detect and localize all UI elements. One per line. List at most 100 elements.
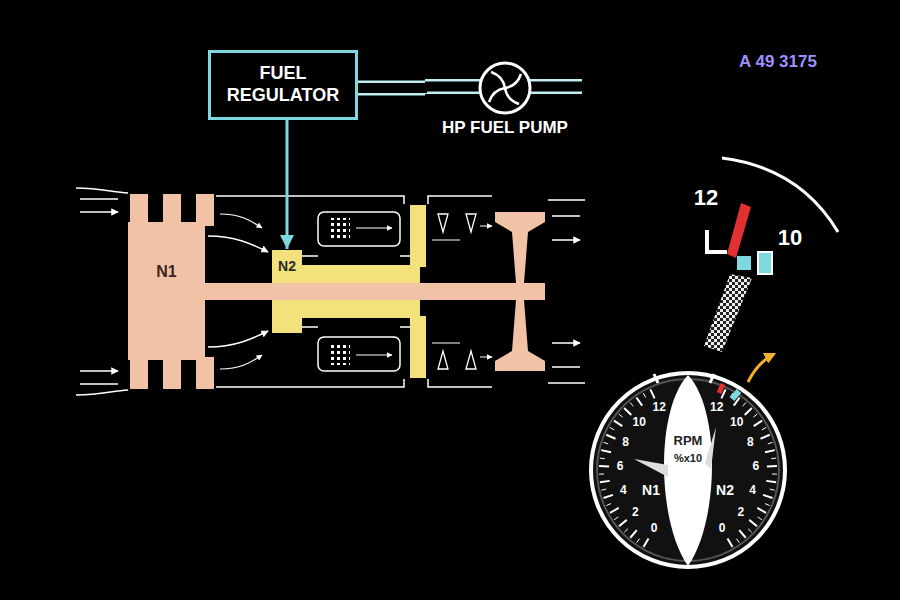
scale-tick [636, 397, 642, 405]
scale-number: 0 [651, 522, 658, 535]
inset-zoom [704, 158, 838, 352]
impeller-blade [505, 74, 521, 88]
n1-needle [634, 459, 668, 477]
scale-tick [762, 427, 766, 429]
scale-tick [599, 465, 609, 467]
inset-zoom [737, 256, 751, 270]
control-arrow [287, 120, 288, 249]
scale-tick [745, 408, 752, 415]
n2-compressor: N2 [272, 250, 302, 283]
scale-tick [761, 435, 770, 439]
inset-zoom [704, 274, 752, 352]
scale-tick [619, 520, 627, 526]
rpm-gauge [591, 354, 785, 567]
scale-tick [754, 421, 762, 427]
inset-scale-number: 12 [694, 186, 718, 210]
scale-tick [765, 450, 775, 452]
inset-scale-number: 10 [778, 226, 802, 250]
scale-tick [610, 427, 614, 429]
scale-tick [650, 389, 654, 398]
regulator-box: FUEL REGULATOR [208, 50, 358, 120]
scale-number: 6 [617, 460, 624, 473]
scale-tick [749, 520, 757, 526]
scale-tick [624, 529, 628, 532]
node-text: HP FUEL PUMP [442, 118, 568, 138]
n1-shaft [205, 283, 545, 300]
red-marker [719, 384, 723, 393]
scale-tick [736, 539, 739, 543]
scale-tick [599, 473, 604, 474]
scale-tick [765, 504, 770, 506]
limit-bracket [654, 374, 714, 383]
scale-tick [772, 473, 777, 474]
scale-tick [614, 421, 622, 427]
scale-tick [604, 495, 613, 498]
needle-label: N1 [642, 483, 660, 498]
pump-symbol: HP FUEL PUMP [425, 60, 585, 144]
gauge-lens [664, 375, 712, 566]
inset-zoom [758, 252, 772, 274]
arrow-line [286, 120, 289, 249]
scale-number: 2 [737, 506, 744, 519]
scale-tick [630, 402, 633, 406]
inset-zoom [707, 230, 727, 252]
impeller-blade [505, 88, 519, 104]
scale-number: 12 [710, 402, 723, 415]
scale-tick [767, 465, 777, 467]
scale-tick [748, 529, 752, 532]
inset-zoom [727, 203, 751, 258]
scale-tick [728, 538, 733, 547]
scale-tick [606, 435, 615, 439]
gauge-title: RPM [674, 434, 703, 448]
scale-tick [614, 517, 618, 520]
scale-tick [758, 517, 762, 520]
scale-tick [601, 489, 606, 490]
scale-tick [763, 495, 772, 498]
scale-number: 2 [632, 506, 639, 519]
needle-label: N2 [716, 483, 734, 498]
scale-tick [739, 530, 745, 538]
scale-tick [771, 458, 776, 460]
yellow-arrow [748, 354, 774, 382]
scale-tick [770, 489, 775, 490]
scale-tick [606, 504, 611, 506]
scale-number: 4 [620, 485, 627, 498]
pump-circle [480, 63, 530, 113]
scale-number: 10 [633, 416, 646, 429]
fuel-pipe [356, 88, 427, 89]
impeller-blade [489, 88, 505, 102]
scale-tick [610, 508, 619, 513]
node-text: N1 [156, 262, 176, 281]
scale-number: 8 [622, 436, 629, 449]
scale-number: 10 [730, 416, 743, 429]
cyan-marker [732, 391, 739, 399]
scale-tick [743, 402, 746, 406]
scale-tick [603, 442, 608, 444]
scale-tick [766, 481, 776, 482]
engine-section [76, 188, 585, 395]
scale-number: 6 [753, 460, 760, 473]
pipe-bore [356, 83, 427, 93]
pump-circle [425, 60, 585, 120]
scale-tick [619, 414, 623, 417]
scale-tick [757, 508, 766, 513]
n1-compressor: N1 [128, 222, 205, 360]
scale-number: 12 [653, 402, 666, 415]
unit-label: %x10 [674, 452, 702, 464]
impeller-blade [491, 72, 505, 88]
pump-circle [480, 63, 530, 113]
rpm-gauge [591, 373, 785, 567]
scale-tick [630, 530, 636, 538]
node-text: FUEL REGULATOR [217, 63, 349, 106]
scale-number: 4 [749, 485, 756, 498]
n2-needle [705, 427, 716, 469]
figure-code: A 49 3175 [739, 53, 817, 72]
scale-tick [768, 442, 773, 444]
scale-tick [753, 414, 757, 417]
scale-tick [624, 408, 631, 415]
scale-tick [643, 393, 646, 397]
scale-number: 0 [719, 522, 726, 535]
